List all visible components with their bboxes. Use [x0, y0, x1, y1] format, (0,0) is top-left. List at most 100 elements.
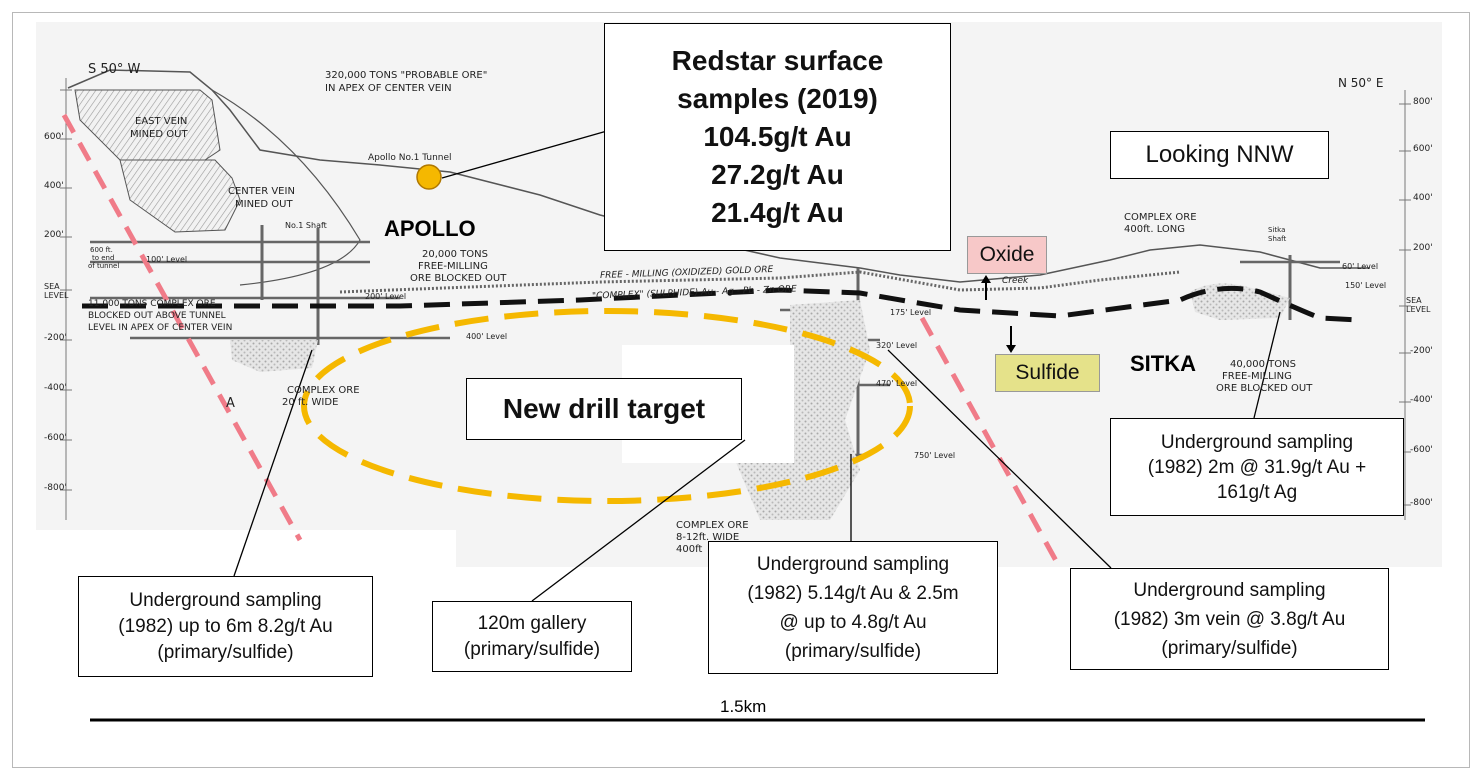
sitka-sampling-line-1: Underground sampling	[1160, 431, 1354, 453]
elev-left-neg600: -600'	[44, 433, 67, 443]
complex-8-12-label-2: 8-12ft. WIDE	[676, 532, 740, 543]
center-sampling-callout: Underground sampling (1982) 5.14g/t Au &…	[708, 541, 998, 674]
elev-right-400: 400'	[1413, 193, 1433, 203]
center-vein-label-2: MINED OUT	[235, 199, 293, 210]
right-sampling-line-1: Underground sampling	[1133, 579, 1326, 601]
sitka-shaft-label: Sitka	[1268, 226, 1286, 234]
redstar-title-2: samples (2019)	[677, 83, 878, 114]
complex-8-12-label: COMPLEX ORE	[676, 520, 749, 531]
apollo-sampling-line-3: (primary/sulfide)	[157, 641, 294, 663]
scale-bar-label: 1.5km	[720, 697, 767, 716]
east-vein-label-2: MINED OUT	[130, 129, 188, 140]
sitka-40k-label-2: FREE-MILLING	[1222, 371, 1292, 382]
redstar-grade-1: 104.5g/t Au	[703, 121, 852, 152]
redstar-grade-3: 21.4g/t Au	[711, 197, 844, 228]
apollo-sampling-callout: Underground sampling (1982) up to 6m 8.2…	[78, 576, 373, 677]
redstar-title-1: Redstar surface	[671, 45, 884, 76]
level-175-label: 175' Level	[890, 308, 932, 317]
apollo-complex-ore	[230, 340, 318, 372]
center-vein-label: CENTER VEIN	[228, 186, 295, 197]
oxide-sulfide-boundary	[82, 285, 1361, 323]
right-sampling-callout: Underground sampling (1982) 3m vein @ 3.…	[1070, 568, 1389, 670]
redstar-samples-callout: Redstar surface samples (2019) 104.5g/t …	[604, 23, 951, 251]
complex-400-label-2: 400ft. LONG	[1124, 224, 1186, 235]
elev-right-600: 600'	[1413, 144, 1433, 154]
oxide-label: Oxide	[967, 236, 1047, 274]
elev-right-neg800: -800'	[1410, 498, 1433, 508]
center-vein-stope	[119, 159, 241, 233]
complex-20ft-label: COMPLEX ORE	[287, 385, 360, 396]
right-elevation-axis	[1399, 90, 1411, 520]
level-60-label: 60' Level	[1342, 262, 1379, 271]
tunnel-note-2: to end	[92, 254, 115, 262]
east-vein-stope	[74, 89, 221, 161]
east-vein-label: EAST VEIN	[135, 116, 188, 127]
complex-400-label: COMPLEX ORE	[1124, 212, 1197, 223]
no1-shaft-label: No.1 Shaft	[285, 221, 327, 230]
tunnel-note-1: 600 ft.	[90, 246, 113, 254]
drill-target-ellipse	[301, 308, 913, 504]
gallery-line-1: 120m gallery	[477, 612, 587, 634]
fault-right	[919, 316, 1063, 570]
free-milling-20k: 20,000 TONS	[422, 249, 488, 260]
figure-frame	[12, 12, 1470, 768]
complex-11k: 11,000 TONS COMPLEX ORE	[88, 299, 216, 309]
level-470-label: 470' Level	[876, 379, 918, 388]
right-sampling-line-2: (1982) 3m vein @ 3.8g/t Au	[1113, 608, 1346, 630]
leader-lines	[233, 124, 1281, 602]
sulfide-text: Sulfide	[1015, 361, 1080, 384]
center-sampling-line-3: @ up to 4.8g/t Au	[779, 611, 927, 633]
free-milling-20k-3: ORE BLOCKED OUT	[410, 273, 507, 284]
sulfide-label: Sulfide	[995, 354, 1100, 392]
elev-left-600: 600'	[44, 132, 64, 142]
section-a-label: A	[226, 396, 235, 411]
level-400-label: 400' Level	[466, 332, 508, 341]
level-150-label: 150' Level	[1345, 281, 1387, 290]
oxide-arrow	[981, 275, 991, 300]
sitka-sampling-line-2: (1982) 2m @ 31.9g/t Au +	[1147, 456, 1367, 478]
free-milling-20k-2: FREE-MILLING	[418, 261, 488, 272]
center-sampling-line-1: Underground sampling	[756, 553, 950, 575]
sitka-40k-label-3: ORE BLOCKED OUT	[1216, 383, 1313, 394]
probable-ore-label-2: IN APEX OF CENTER VEIN	[325, 83, 452, 94]
elev-left-200: 200'	[44, 230, 64, 240]
view-direction-label: Looking NNW	[1110, 131, 1329, 179]
sitka-sampling-callout: Underground sampling (1982) 2m @ 31.9g/t…	[1110, 418, 1404, 516]
level-750-label: 750' Level	[914, 451, 956, 460]
right-sampling-line-3: (primary/sulfide)	[1161, 637, 1298, 659]
elev-right-sea-level: SEA LEVEL	[1406, 296, 1431, 314]
elev-right-800: 800'	[1413, 97, 1433, 107]
complex-8-12-label-3: 400ft	[676, 544, 703, 555]
elev-left-400: 400'	[44, 181, 64, 191]
center-sampling-line-2: (1982) 5.14g/t Au & 2.5m	[747, 582, 959, 604]
tunnel-note-3: of tunnel	[88, 262, 120, 270]
complex-11k-3: LEVEL IN APEX OF CENTER VEIN	[88, 323, 233, 333]
elev-right-neg600: -600'	[1410, 445, 1433, 455]
sitka-40k-label: 40,000 TONS	[1230, 359, 1296, 370]
drill-target-callout: New drill target	[466, 378, 742, 440]
oxide-band	[339, 270, 1181, 294]
level-100-label: 100' Level	[146, 255, 188, 264]
apollo-sampling-line-1: Underground sampling	[129, 589, 322, 611]
elev-left-sea-level: SEA LEVEL	[44, 282, 69, 300]
elev-right-200: 200'	[1413, 243, 1433, 253]
sulfide-arrow	[1006, 326, 1016, 353]
complex-20ft-label-2: 20 ft. WIDE	[282, 397, 339, 408]
left-elevation-axis	[60, 78, 72, 520]
center-sampling-line-4: (primary/sulfide)	[784, 640, 922, 662]
surface-sample-dot	[416, 164, 442, 190]
elev-right-neg200: -200'	[1410, 346, 1433, 356]
gallery-line-2: (primary/sulfide)	[463, 638, 601, 660]
elev-left-neg400: -400'	[44, 383, 67, 393]
sitka-label: SITKA	[1130, 351, 1196, 376]
redstar-grade-2: 27.2g/t Au	[711, 159, 844, 190]
left-bearing: S 50° W	[88, 62, 141, 77]
oxide-text: Oxide	[979, 243, 1035, 266]
apollo-tunnel-label: Apollo No.1 Tunnel	[368, 153, 452, 163]
probable-ore-label: 320,000 TONS "PROBABLE ORE"	[325, 70, 488, 81]
sitka-sampling-line-3: 161g/t Ag	[1216, 481, 1298, 503]
elev-left-neg800: -800'	[44, 483, 67, 493]
view-direction-text: Looking NNW	[1145, 141, 1294, 168]
sketch-cutout	[36, 530, 456, 570]
elev-right-neg400: -400'	[1410, 395, 1433, 405]
